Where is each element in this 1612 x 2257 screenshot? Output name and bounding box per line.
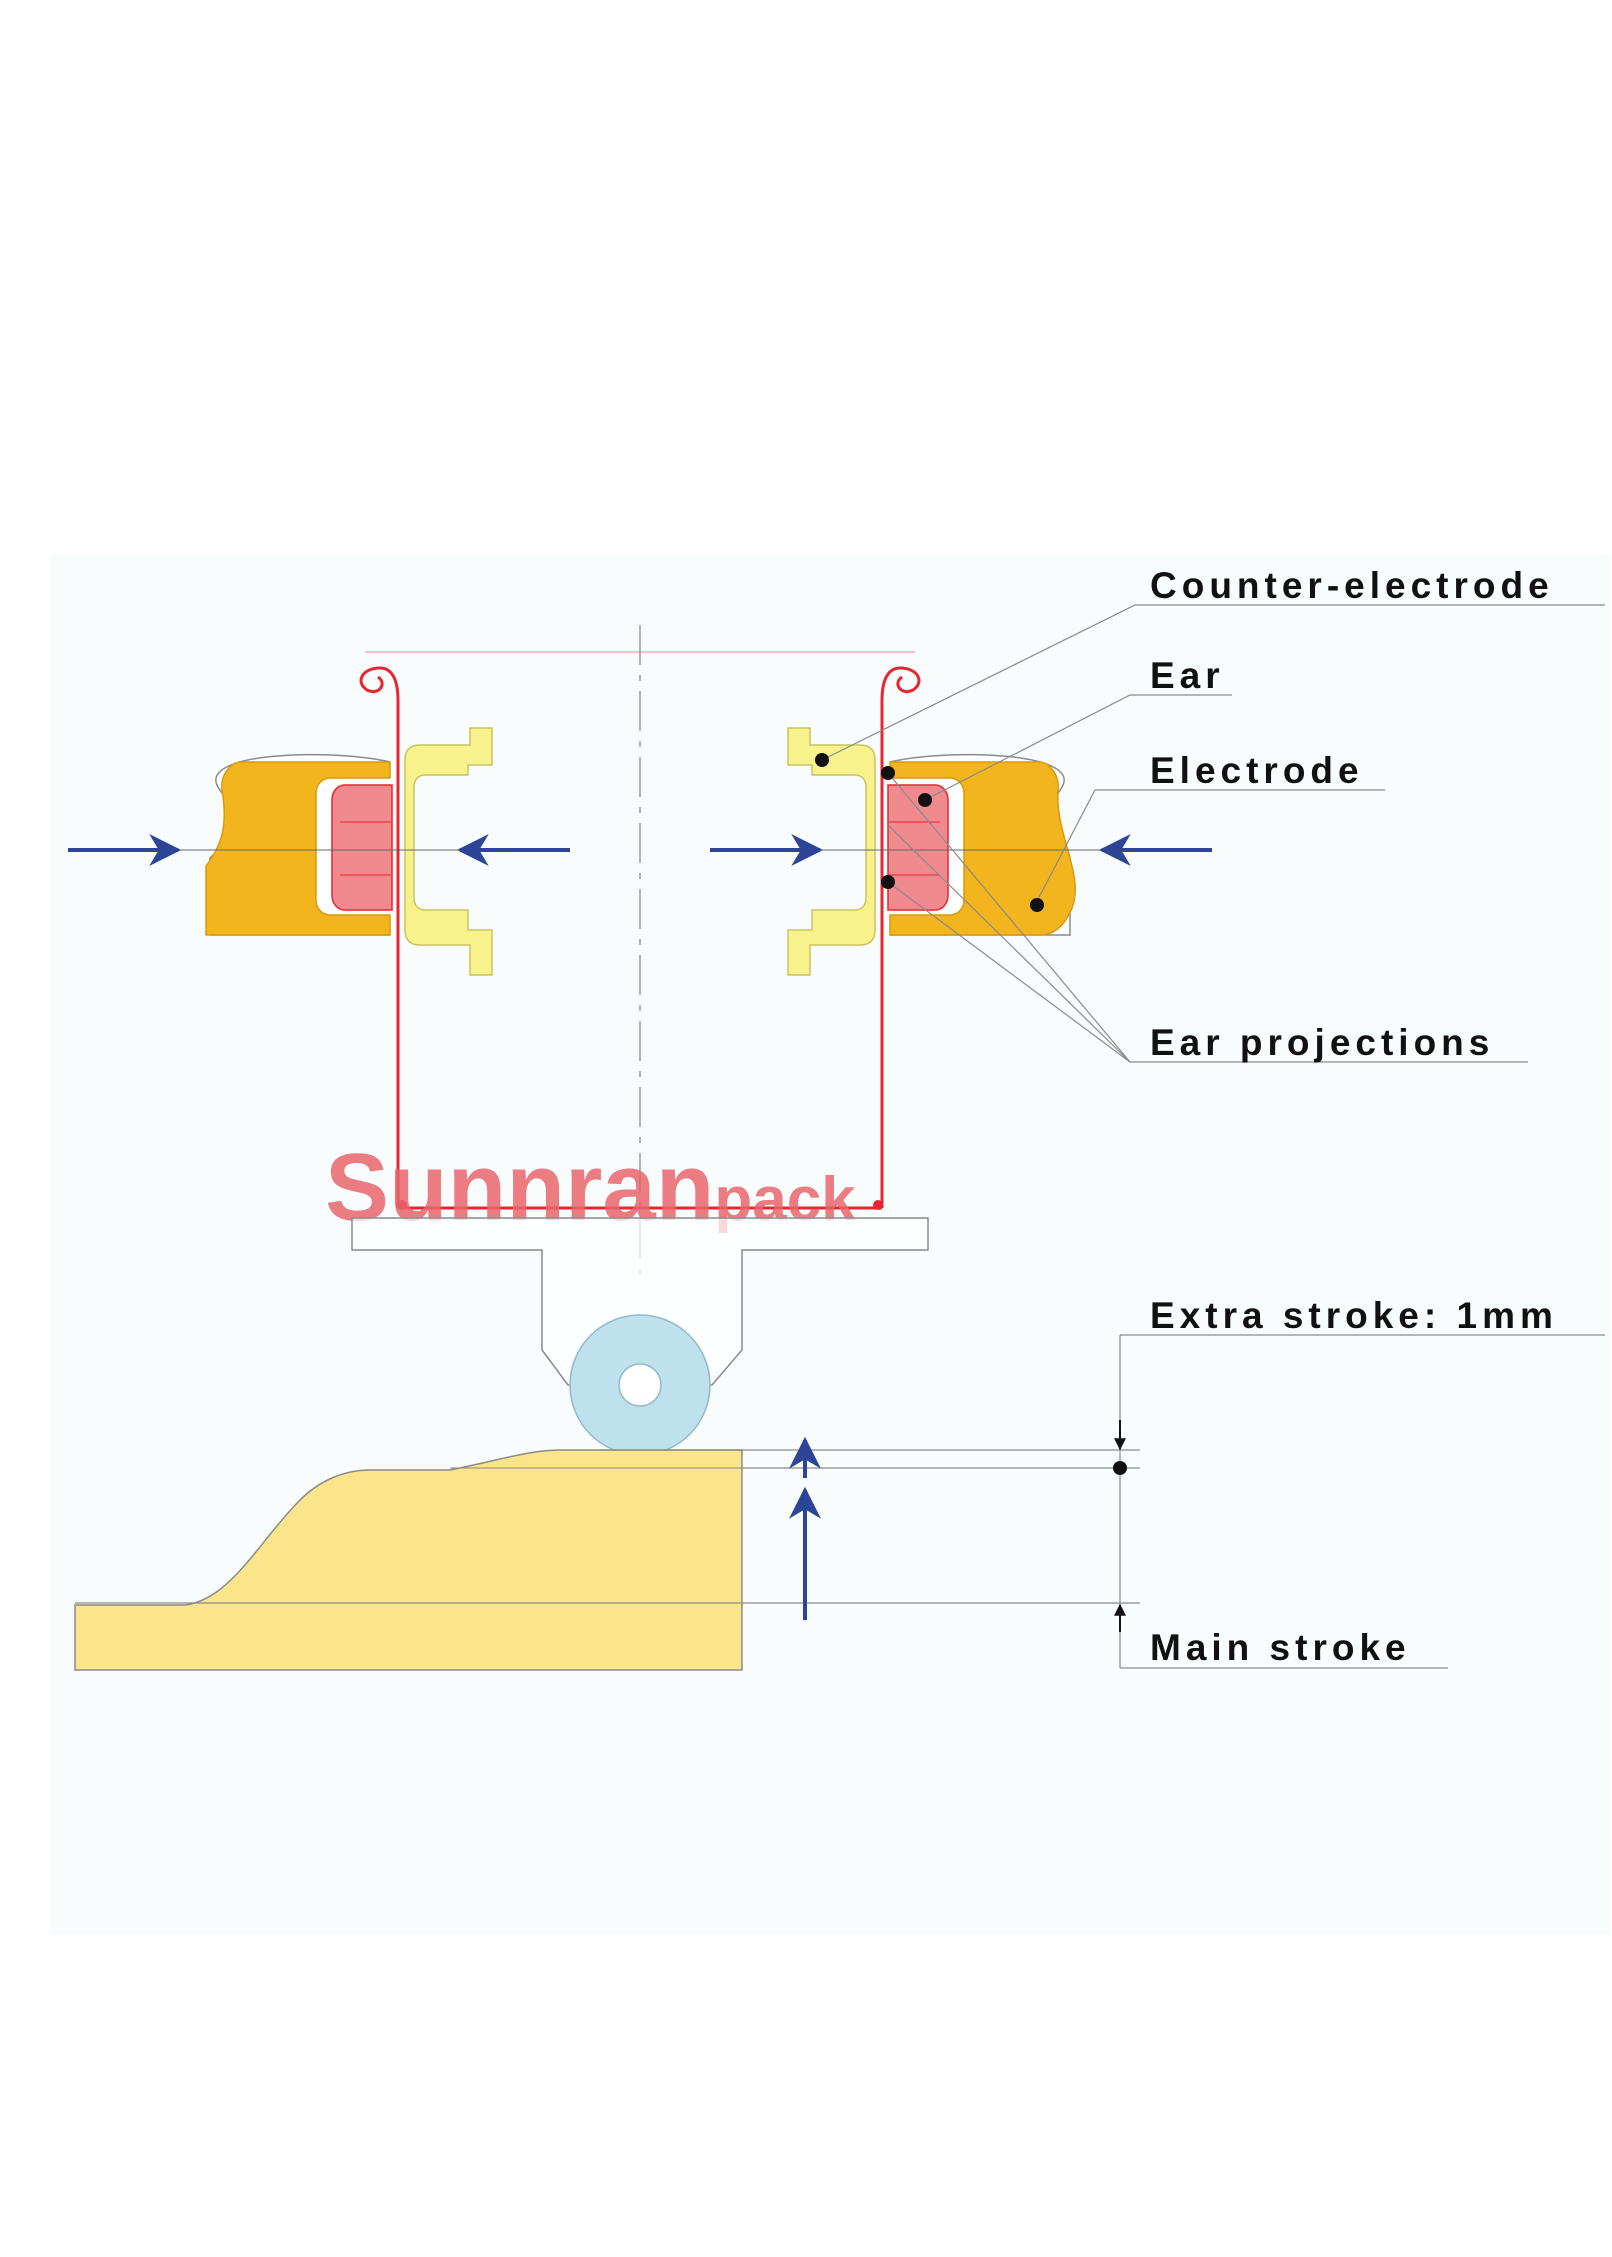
ear-projection-dot-bottom — [881, 875, 895, 889]
ear-dot — [918, 793, 932, 807]
counter-electrode-leader — [821, 604, 1605, 761]
right-ear — [887, 784, 949, 911]
left-can-wall — [359, 666, 400, 1208]
right-counter-electrode — [787, 727, 876, 976]
electrode-dot — [1030, 898, 1044, 912]
right-assembly — [710, 666, 1212, 1208]
ear-projection-leader-a — [887, 772, 1131, 1063]
cam-profile — [74, 1449, 743, 1671]
can-corner-right — [873, 1200, 883, 1210]
label-ear-projections: Ear projections — [1150, 1022, 1494, 1063]
ear-projection-leader-b — [887, 824, 1131, 1063]
ear-projection-leader-c — [887, 881, 1131, 1063]
left-ear — [331, 784, 393, 911]
ear-projection-dot-top — [881, 766, 895, 780]
roller-hub — [618, 1363, 662, 1407]
left-assembly — [68, 666, 570, 1208]
label-main-stroke: Main stroke — [1150, 1627, 1411, 1668]
label-extra-stroke: Extra stroke: 1mm — [1150, 1295, 1558, 1336]
right-electrode — [889, 761, 1077, 936]
ear-leader — [924, 694, 1232, 801]
lift-carrier — [351, 1217, 929, 1386]
dimension-dot — [1113, 1461, 1127, 1475]
label-electrode: Electrode — [1150, 750, 1364, 791]
left-counter-electrode — [404, 727, 493, 976]
leader-lines — [821, 604, 1605, 1669]
electrode-leader — [1034, 789, 1385, 906]
can-corner-left — [397, 1200, 407, 1210]
label-counter-electrode: Counter-electrode — [1150, 565, 1554, 606]
left-electrode — [205, 761, 391, 936]
right-can-wall — [880, 666, 921, 1208]
counter-electrode-dot — [815, 753, 829, 767]
label-ear: Ear — [1150, 655, 1225, 696]
